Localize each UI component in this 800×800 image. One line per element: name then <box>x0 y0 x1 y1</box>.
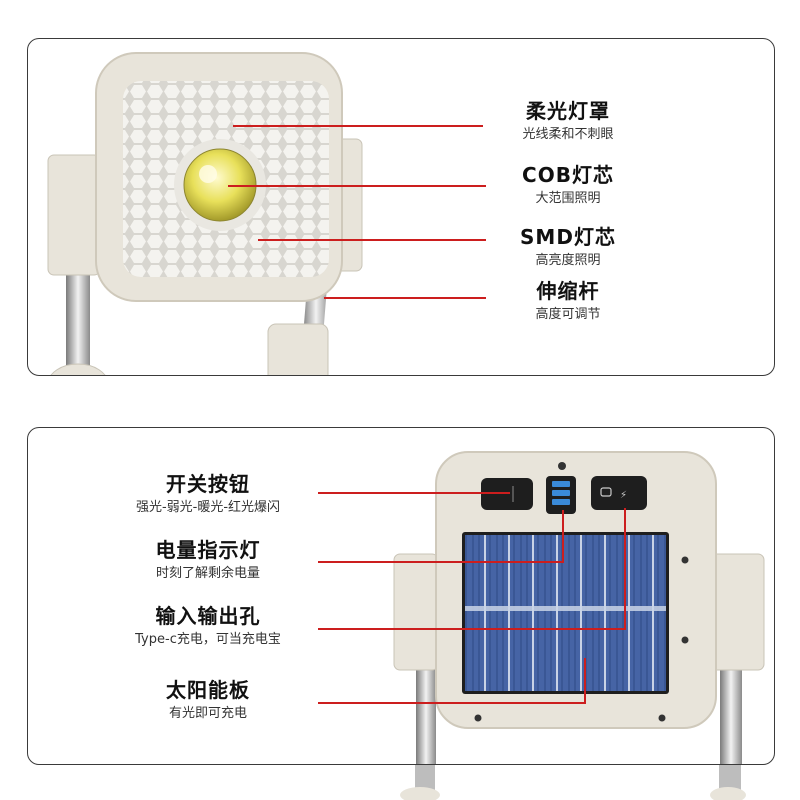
feature-title: 伸缩杆 <box>536 279 600 303</box>
feature-panel-back: ⚡ 开关按钮 强光-弱光-暖光-红光爆闪 电量指示灯 时刻了解剩余电量 输入输出… <box>27 427 775 765</box>
feature-title: SMD灯芯 <box>520 225 616 249</box>
svg-text:⚡: ⚡ <box>620 490 627 501</box>
left-bracket <box>47 154 101 276</box>
feature-smd: SMD灯芯 高亮度照明 <box>483 225 653 270</box>
left-pole <box>416 668 436 764</box>
leader-line-solar <box>318 702 586 704</box>
leader-line-soft-cover <box>233 125 483 127</box>
leader-line-switch <box>318 492 510 494</box>
feature-subtitle: 大范围照明 <box>535 191 601 206</box>
leader-line-battery <box>318 561 562 563</box>
feature-title: 太阳能板 <box>166 678 250 702</box>
feature-title: 开关按钮 <box>166 472 250 496</box>
leader-line-cob <box>228 185 486 187</box>
leader-line-usb-vertical <box>624 508 626 630</box>
lamp-front-illustration <box>47 52 363 375</box>
leader-line-pole <box>324 297 486 299</box>
feature-title: 电量指示灯 <box>155 538 261 562</box>
feature-switch: 开关按钮 强光-弱光-暖光-红光爆闪 <box>98 472 318 517</box>
leader-line-smd <box>258 239 486 241</box>
leader-line-battery-vertical <box>562 510 564 563</box>
feature-title: COB灯芯 <box>522 163 614 187</box>
feature-subtitle: 时刻了解剩余电量 <box>155 566 260 581</box>
right-pole <box>720 668 742 764</box>
feature-title: 柔光灯罩 <box>526 99 610 123</box>
leader-line-solar-vertical <box>584 658 586 704</box>
power-switch <box>481 478 533 510</box>
feature-title: 输入输出孔 <box>155 604 261 628</box>
feature-subtitle: 光线柔和不刺眼 <box>522 127 614 142</box>
left-bracket <box>393 553 439 671</box>
lamp-back-illustration: ⚡ <box>393 451 765 764</box>
feature-subtitle: 有光即可充电 <box>168 706 247 721</box>
feature-soft-cover: 柔光灯罩 光线柔和不刺眼 <box>483 99 653 144</box>
feature-pole: 伸缩杆 高度可调节 <box>483 279 653 324</box>
feature-subtitle: 高度可调节 <box>535 307 601 322</box>
leader-line-usb <box>318 628 626 630</box>
feature-solar: 太阳能板 有光即可充电 <box>98 678 318 723</box>
feature-subtitle: Type-c充电，可当充电宝 <box>135 632 281 647</box>
left-pole <box>66 269 90 375</box>
feature-subtitle: 高亮度照明 <box>535 253 601 268</box>
lamp-base-partial <box>400 765 746 800</box>
feature-panel-front: 柔光灯罩 光线柔和不刺眼 COB灯芯 大范围照明 SMD灯芯 高亮度照明 伸缩杆… <box>27 38 775 376</box>
usb-port <box>591 476 647 510</box>
feature-usb: 输入输出孔 Type-c充电，可当充电宝 <box>98 604 318 649</box>
feature-subtitle: 强光-弱光-暖光-红光爆闪 <box>135 500 281 515</box>
feature-cob: COB灯芯 大范围照明 <box>483 163 653 208</box>
feature-battery: 电量指示灯 时刻了解剩余电量 <box>98 538 318 583</box>
